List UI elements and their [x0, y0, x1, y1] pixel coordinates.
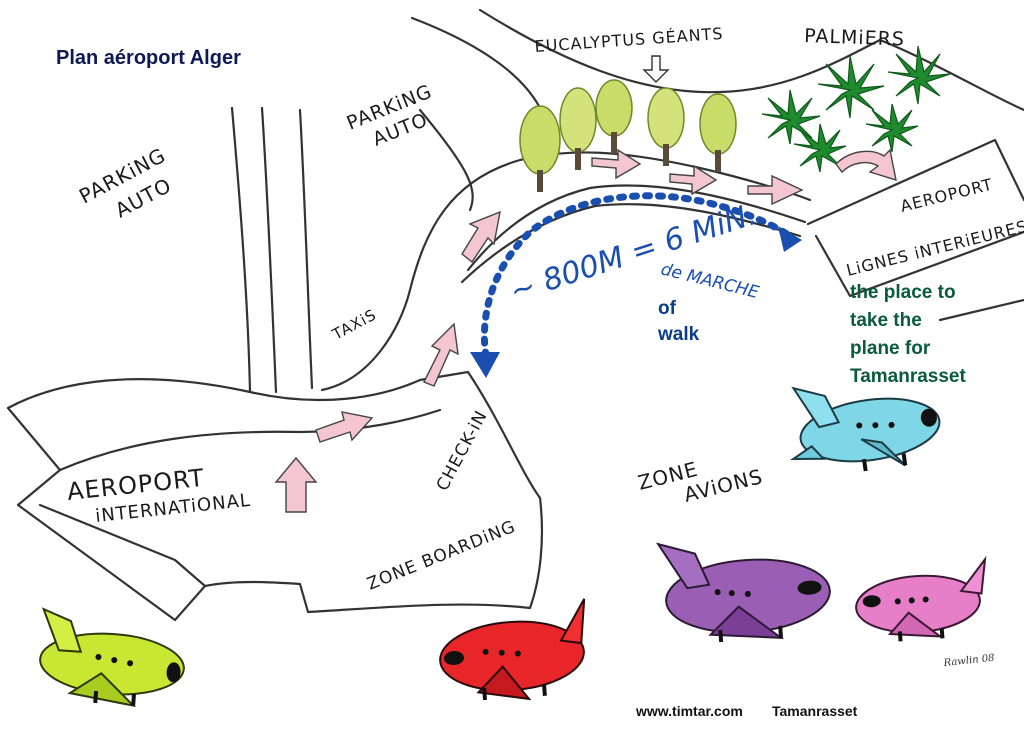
arrow-icon	[835, 148, 897, 182]
eucalyptus-tree-icon	[595, 79, 633, 154]
palm-tree-icon	[793, 123, 847, 173]
palmiers-label: PALMiERS	[804, 25, 905, 51]
airplane-icon	[39, 607, 185, 708]
zone-boarding-label: ZONE BOARDiNG	[364, 517, 518, 595]
arrow-icon	[747, 174, 804, 206]
palm-tree-icon	[865, 103, 919, 153]
walk-distance-note: ~ 800M = 6 MiN. de MARCHE	[506, 197, 761, 310]
checkin-label: CHECK-iN	[433, 407, 492, 494]
palm-trees	[761, 45, 951, 173]
eucalyptus-tree-icon	[699, 93, 737, 172]
airplanes	[39, 386, 987, 708]
terminal-dom-line1: AEROPORT	[898, 175, 995, 216]
route-arrows	[274, 148, 897, 513]
airplane-icon	[790, 386, 941, 472]
parking-mid-label: PARKiNG AUTO	[344, 80, 436, 150]
airplane-icon	[855, 555, 987, 642]
eucalyptus-trees	[519, 79, 737, 192]
arrow-icon	[461, 210, 501, 264]
road-network	[230, 8, 1024, 394]
palm-tree-icon	[817, 55, 885, 119]
domestic-note-line1: the place to	[850, 282, 956, 303]
airplane-icon	[655, 542, 831, 643]
walk-english-1: of	[658, 298, 677, 319]
eucalyptus-tree-icon	[647, 87, 685, 166]
domestic-note-line2: take the	[850, 310, 922, 331]
domestic-terminal-outline	[806, 138, 1024, 322]
map-title: Plan aéroport Alger	[56, 47, 241, 69]
arrow-icon	[315, 411, 374, 443]
arrow-icon	[778, 226, 802, 252]
arrow-icon	[591, 148, 642, 180]
eucalyptus-tree-icon	[519, 105, 561, 192]
eucalyptus-tree-icon	[559, 87, 597, 170]
taxis-label: TAXiS	[329, 305, 380, 344]
walk-path	[470, 192, 802, 378]
airplane-icon	[439, 598, 586, 701]
arrow-icon	[642, 55, 670, 83]
arrow-icon	[470, 352, 500, 378]
zone-avions-label: ZONE AViONS	[635, 457, 765, 507]
arrow-icon	[423, 322, 459, 387]
eucalyptus-label: EUCALYPTUS GÉANTS	[534, 24, 724, 56]
palm-tree-icon	[887, 45, 951, 105]
footer-place: Tamanrasset	[772, 703, 858, 719]
arrow-icon	[669, 164, 718, 196]
parking-left-label: PARKiNG AUTO	[75, 143, 175, 223]
domestic-note-line4: Tamanrasset	[850, 366, 966, 387]
domestic-note: the place to take the plane for Tamanras…	[850, 282, 966, 387]
palm-tree-icon	[761, 89, 821, 145]
international-terminal-label: AEROPORT iNTERNATiONAL	[66, 464, 252, 527]
terminal-dom-line2: LiGNES iNTERiEURES	[844, 216, 1024, 279]
arrow-icon	[274, 456, 318, 513]
footer: www.timtar.com Tamanrasset	[635, 703, 858, 719]
walk-marche: de MARCHE	[659, 259, 761, 303]
artist-signature: Rawlin 08	[942, 653, 995, 669]
footer-site: www.timtar.com	[635, 703, 743, 719]
domestic-note-line3: plane for	[850, 338, 931, 359]
walk-english-2: walk	[657, 324, 700, 345]
international-terminal-outline	[6, 370, 544, 622]
